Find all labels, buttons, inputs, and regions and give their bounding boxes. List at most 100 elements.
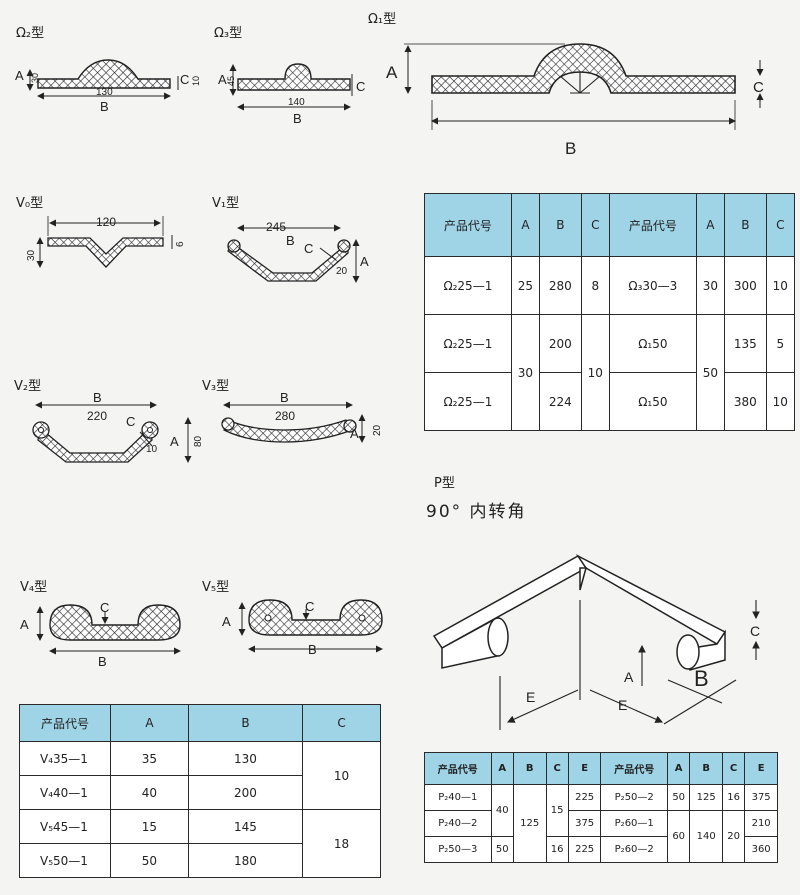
v4-c-label: C — [100, 600, 109, 615]
table-cell: 375 — [744, 784, 778, 811]
header-cell: C — [302, 704, 381, 742]
table-cell: Ω₁50 — [608, 314, 697, 373]
v2-c-label: C — [126, 414, 135, 429]
omega3-a-label: A — [218, 72, 227, 87]
header-cell: B — [724, 193, 767, 257]
table-cell: 20 — [721, 810, 746, 863]
v5-c-label: C — [305, 599, 314, 614]
header-cell: 产品代号 — [600, 752, 669, 785]
table-row: P₂40—1 40 125 15 225 P₂50—2 50 125 16 37… — [424, 784, 778, 863]
omega3-a-value: 45 — [226, 76, 236, 86]
table-cell: 60 — [667, 810, 691, 863]
omega2-b-label: B — [100, 99, 109, 114]
v2-profile: B 220 C 10 A 80 — [32, 390, 204, 463]
header-cell: A — [110, 704, 189, 742]
p-subtitle: 90° 内转角 — [426, 502, 527, 522]
omega1-profile: A B C — [386, 43, 764, 158]
v0-title: V₀型 — [16, 196, 44, 211]
table-cell: 25 — [510, 256, 541, 315]
header-cell: A — [695, 193, 726, 257]
table-cell: 180 — [187, 843, 304, 878]
header-cell: B — [187, 704, 304, 742]
p-title: P型 — [434, 476, 455, 491]
table-cell: P₂40—1 — [424, 784, 492, 811]
omega2-a-value: 30 — [30, 73, 40, 83]
table-row: P₂50—3 50 16 225 P₂60—2 360 — [424, 836, 778, 863]
v2-title: V₂型 — [14, 379, 42, 394]
table-cell: 15 — [545, 784, 569, 837]
v2-a-value: 80 — [193, 435, 204, 447]
table-cell: Ω₁50 — [608, 372, 697, 431]
table-cell: V₅50—1 — [19, 843, 111, 878]
omega2-c-value: 10 — [191, 76, 201, 86]
table-cell: 10 — [580, 314, 610, 431]
table-cell: 8 — [580, 256, 610, 315]
table-cell: V₄40—1 — [19, 775, 111, 810]
v5-title: V₅型 — [202, 580, 230, 595]
table-cell: 30 — [695, 256, 726, 315]
v2-a-label: A — [170, 434, 179, 449]
table-cell: 135 — [724, 314, 767, 373]
header-cell: C — [765, 193, 796, 257]
table-cell: 360 — [744, 836, 778, 863]
omega-spec-table: 产品代号 A B C 产品代号 A B C Ω₂25—1 25 280 8 Ω₃… — [424, 193, 796, 431]
table-cell: 50 — [667, 784, 691, 811]
table-cell: 210 — [744, 810, 778, 837]
omega1-title: Ω₁型 — [368, 12, 397, 27]
header-cell: B — [512, 752, 547, 785]
v1-top-value: 245 — [266, 220, 286, 234]
table-row: V₅45—1 15 145 18 — [19, 809, 381, 878]
table-cell: 50 — [695, 314, 726, 431]
table-cell: 16 — [721, 784, 746, 811]
table-cell: 200 — [187, 775, 304, 810]
omega3-title: Ω₃型 — [214, 26, 243, 41]
table-cell: 200 — [539, 314, 582, 373]
table-cell: 140 — [689, 810, 723, 863]
v0-side-value: 30 — [26, 249, 37, 261]
v1-b-label: B — [286, 233, 295, 248]
table-cell: 125 — [512, 784, 547, 863]
omega1-a-label: A — [386, 63, 398, 82]
p-c-label: C — [750, 623, 760, 639]
v4-a-label: A — [20, 617, 29, 632]
omega3-b-value: 140 — [288, 97, 305, 108]
p-e1-label: E — [526, 689, 535, 705]
table-cell: 10 — [302, 741, 381, 810]
table-cell: Ω₂25—1 — [424, 372, 512, 431]
header-cell: 产品代号 — [19, 704, 111, 742]
table-cell: 40 — [490, 784, 514, 837]
header-cell: E — [567, 752, 602, 785]
omega2-b-value: 130 — [96, 87, 113, 98]
v1-c-label: C — [304, 241, 313, 256]
header-cell: C — [580, 193, 610, 257]
table-cell: P₂40—2 — [424, 810, 492, 837]
p-e2-label: E — [618, 697, 627, 713]
table-cell: 30 — [510, 314, 541, 431]
table-cell: 380 — [724, 372, 767, 431]
v2-b-value: 220 — [87, 409, 107, 423]
omega3-profile: A 45 140 B C — [218, 63, 365, 126]
omega3-c-label: C — [356, 79, 365, 94]
p-dimensions — [499, 600, 760, 730]
table-cell: 50 — [110, 843, 189, 878]
table-cell: 300 — [724, 256, 767, 315]
header-cell: 产品代号 — [608, 193, 697, 257]
header-cell: C — [721, 752, 746, 785]
header-cell: B — [539, 193, 582, 257]
table-row: P₂40—2 375 P₂60—1 60 140 20 210 — [424, 810, 778, 863]
v4-b-label: B — [98, 654, 107, 669]
table-header-row: 产品代号 A B C E 产品代号 A B C E — [424, 752, 778, 785]
table-header-row: 产品代号 A B C 产品代号 A B C — [424, 193, 796, 257]
table-cell: 145 — [187, 809, 304, 844]
table-cell: Ω₂25—1 — [424, 314, 512, 373]
p-b-label: B — [694, 666, 709, 691]
table-cell: 375 — [567, 810, 602, 837]
table-cell: P₂60—2 — [600, 836, 669, 863]
v3-title: V₃型 — [202, 379, 230, 394]
table-cell: P₂50—3 — [424, 836, 492, 863]
v0-thick-value: 6 — [175, 241, 186, 247]
v1-title: V₁型 — [212, 196, 240, 211]
table-cell: 15 — [110, 809, 189, 844]
header-cell: 产品代号 — [424, 752, 492, 785]
header-cell: C — [545, 752, 569, 785]
